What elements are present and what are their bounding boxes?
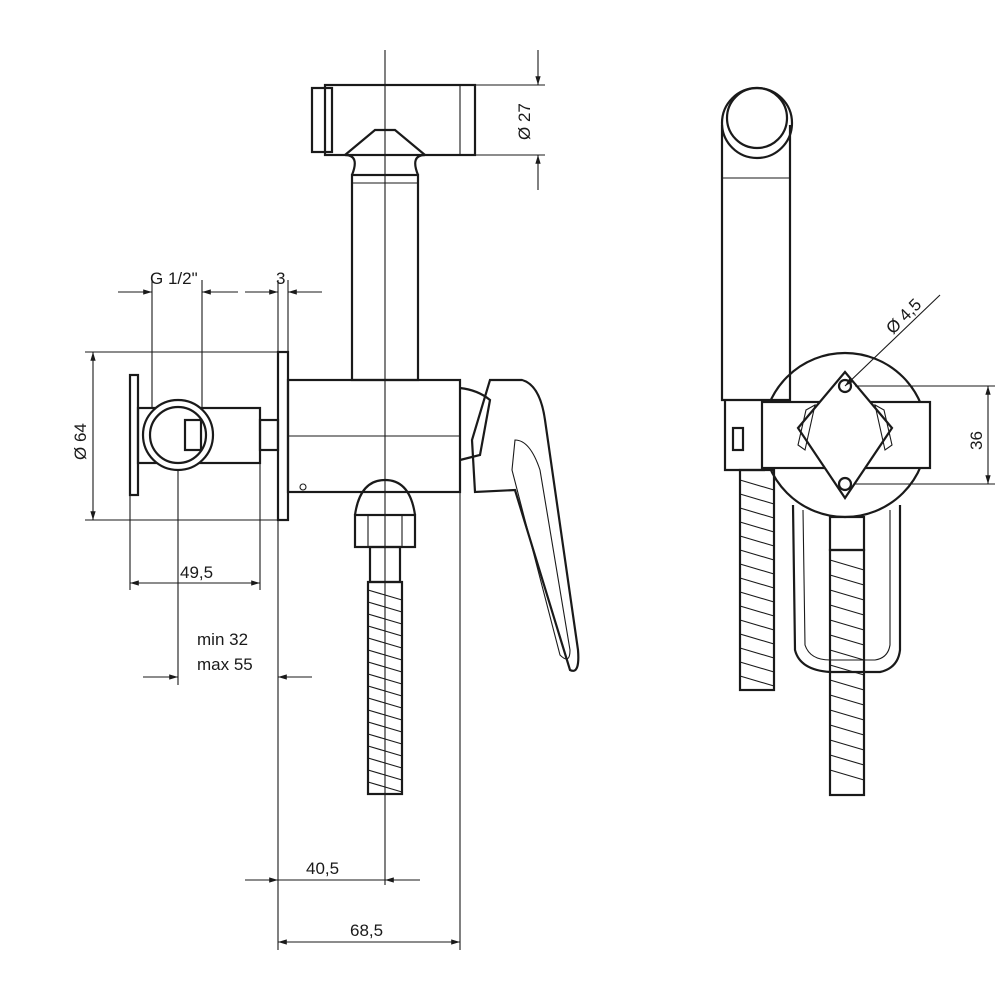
dim-install-min: min 32 — [197, 630, 248, 649]
side-view — [128, 50, 580, 885]
dim-head-diameter: Ø 27 — [515, 103, 534, 140]
dim-body-depth: 49,5 — [180, 563, 213, 582]
dim-hole-spacing: 36 — [967, 431, 986, 450]
dim-thread: G 1/2" — [150, 269, 198, 288]
dim-total-depth: 68,5 — [350, 921, 383, 940]
dim-install-max: max 55 — [197, 655, 253, 674]
dim-flange-diameter: Ø 64 — [71, 423, 90, 460]
dim-flange-thickness: 3 — [276, 269, 285, 288]
front-view — [720, 86, 932, 797]
dim-axis-offset: 40,5 — [306, 859, 339, 878]
dim-hole-diameter: Ø 4,5 — [882, 295, 925, 338]
side-dimensions: Ø 27 G 1/2" 3 Ø 64 49,5 min 32 max 55 40… — [71, 50, 545, 950]
